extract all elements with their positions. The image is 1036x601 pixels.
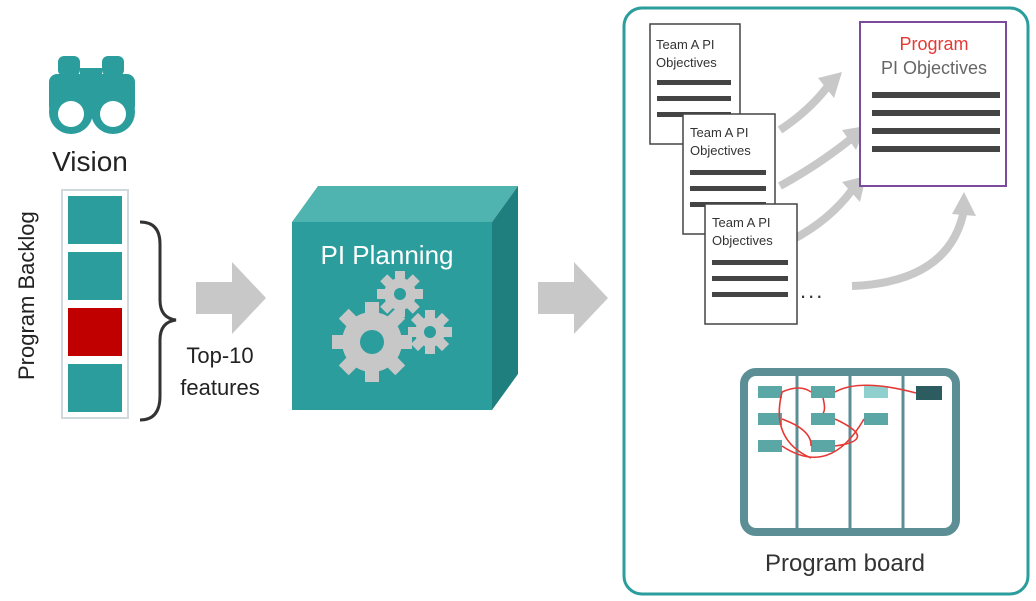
program-objectives-subtitle: PI Objectives [880,58,988,78]
more-teams-ellipsis: ... [800,278,825,303]
vision-label: Vision [52,146,128,177]
team-card-title: Team A PI Objectives [656,36,717,72]
pi-planning-label: PI Planning [320,240,454,270]
brace-icon [139,220,177,422]
team-card-line2: Objectives [690,143,751,158]
backlog-item-highlighted [68,308,122,356]
team-card [704,203,798,325]
curved-arrow-icon [777,83,968,290]
team-card-title: Team A PI Objectives [690,124,751,160]
top-features-line1: Top-10 [186,343,254,368]
backlog-item [68,252,122,300]
arrow-icon [196,262,266,334]
binoculars-icon [49,56,135,134]
program-objectives-title: Program [899,34,969,54]
team-card-line1: Team A PI [656,37,715,52]
team-card-line1: Team A PI [690,125,749,140]
team-card-line1: Team A PI [712,215,771,230]
program-board-label: Program board [764,550,926,577]
backlog-item [68,364,122,412]
program-board [740,368,960,536]
program-backlog-label: Program Backlog [14,211,39,380]
top-features-label: Top-10 features [160,340,280,404]
backlog-item [68,196,122,244]
program-backlog-stack [61,189,129,419]
program-objectives-card [859,21,1007,187]
top-features-line2: features [180,375,260,400]
arrow-icon [538,262,608,334]
pi-planning-cube [292,186,518,410]
team-card-title: Team A PI Objectives [712,214,773,250]
team-card-line2: Objectives [656,55,717,70]
team-card-line2: Objectives [712,233,773,248]
